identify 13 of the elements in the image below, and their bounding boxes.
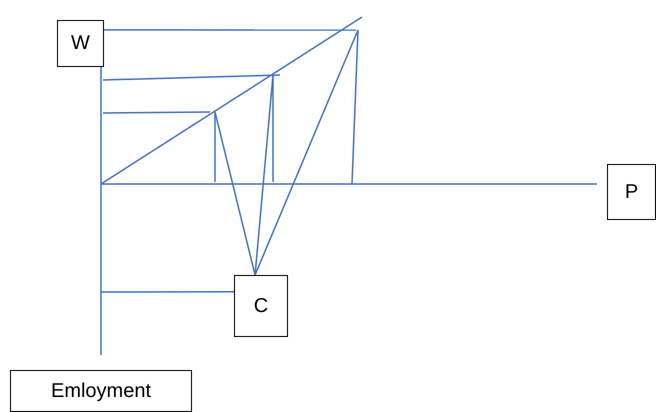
- label-box: [234, 275, 288, 337]
- box-label: Emloyment: [50, 380, 152, 402]
- connector-line: [101, 291, 234, 293]
- connector-line: [254, 74, 274, 276]
- connector-line: [254, 30, 359, 276]
- connector-line: [104, 29, 356, 31]
- box-label: C: [254, 294, 268, 318]
- box-label: W: [71, 32, 90, 55]
- label-box: [57, 20, 104, 67]
- connector-line: [214, 112, 256, 276]
- label-box: [607, 164, 656, 220]
- label-box: [10, 370, 192, 412]
- box-label: P: [624, 180, 638, 204]
